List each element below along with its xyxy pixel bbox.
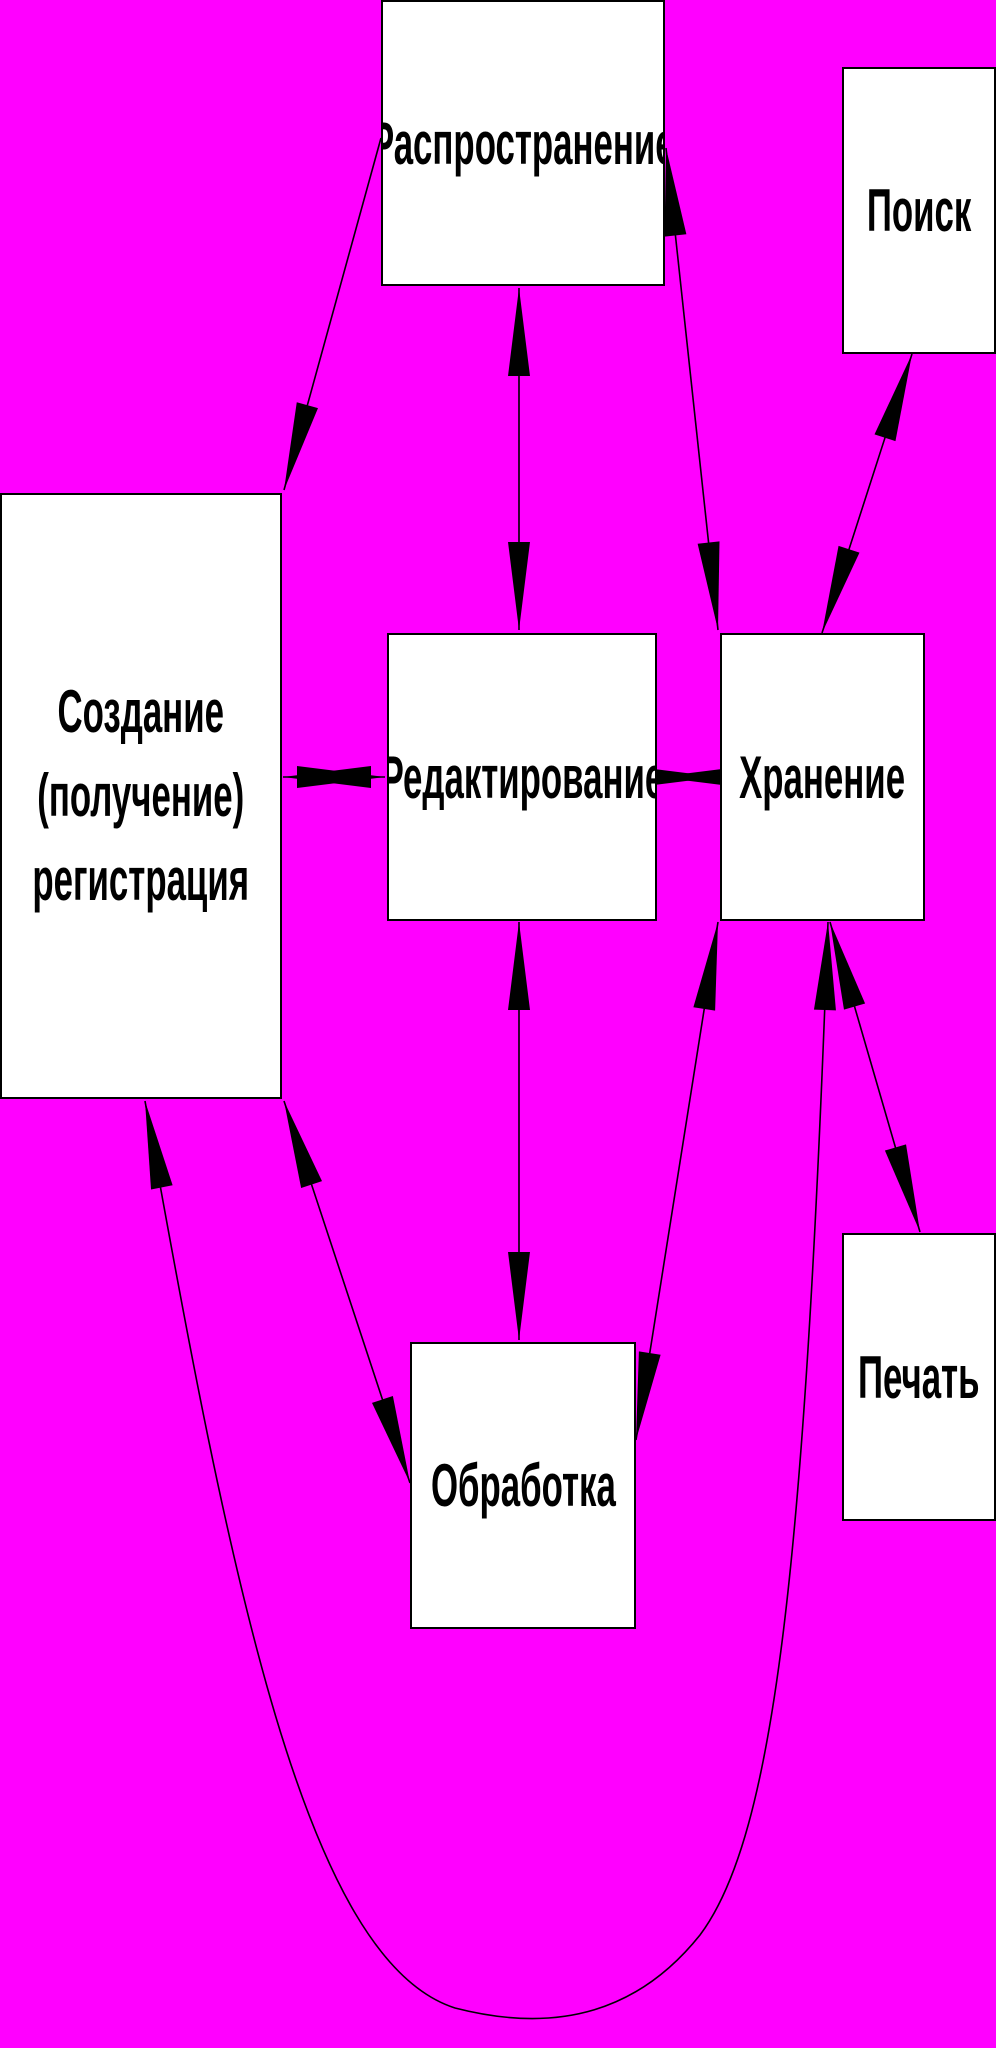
arrowhead-rasprostranenie-redaktirovanie-start bbox=[508, 288, 530, 376]
arrowhead-rasprostranenie-sozdanie-end bbox=[284, 402, 318, 490]
edge-sozdanie-hranenie bbox=[144, 921, 829, 2020]
node-sozdanie-label: Создание (получение) регистрация bbox=[32, 678, 250, 913]
node-rasprostranenie: Распространение bbox=[381, 0, 665, 286]
arrowhead-sozdanie-redaktirovanie-start bbox=[283, 766, 371, 788]
node-poisk-label: Поиск bbox=[866, 177, 972, 244]
node-pechat: Печать bbox=[842, 1233, 996, 1521]
arrowhead-hranenie-pechat-start bbox=[830, 922, 866, 1010]
node-poisk: Поиск bbox=[842, 67, 996, 354]
arrowhead-hranenie-pechat-end bbox=[884, 1144, 920, 1232]
arrowhead-sozdanie-hranenie-end bbox=[813, 922, 836, 1011]
arrowhead-sozdanie-obrabotka-end bbox=[371, 1395, 410, 1483]
node-pechat-label: Печать bbox=[858, 1343, 980, 1411]
node-hranenie: Хранение bbox=[720, 633, 925, 921]
arrowhead-redaktirovanie-obrabotka-start bbox=[508, 922, 530, 1010]
node-redaktirovanie-label: Редактирование bbox=[387, 743, 657, 811]
node-hranenie-label: Хранение bbox=[739, 743, 906, 811]
node-rasprostranenie-label: Распространение bbox=[381, 109, 665, 177]
arrowhead-poisk-hranenie-end bbox=[822, 545, 860, 633]
arrowhead-rasprostranenie-hranenie-start bbox=[664, 148, 687, 237]
arrowhead-obrabotka-hranenie-start bbox=[636, 1351, 661, 1440]
arrowhead-sozdanie-hranenie-start bbox=[145, 1101, 173, 1190]
arrowhead-redaktirovanie-obrabotka-end bbox=[508, 1252, 530, 1340]
node-redaktirovanie: Редактирование bbox=[387, 633, 657, 921]
node-obrabotka: Обработка bbox=[410, 1342, 636, 1629]
arrowhead-rasprostranenie-redaktirovanie-end bbox=[508, 542, 530, 630]
arrowhead-rasprostranenie-hranenie-end bbox=[697, 541, 720, 630]
arrowhead-poisk-hranenie-start bbox=[874, 354, 912, 442]
arrowhead-obrabotka-hranenie-end bbox=[693, 922, 718, 1011]
node-sozdanie: Создание (получение) регистрация bbox=[0, 493, 282, 1099]
node-obrabotka-label: Обработка bbox=[430, 1452, 616, 1519]
arrowhead-sozdanie-obrabotka-start bbox=[284, 1101, 323, 1189]
